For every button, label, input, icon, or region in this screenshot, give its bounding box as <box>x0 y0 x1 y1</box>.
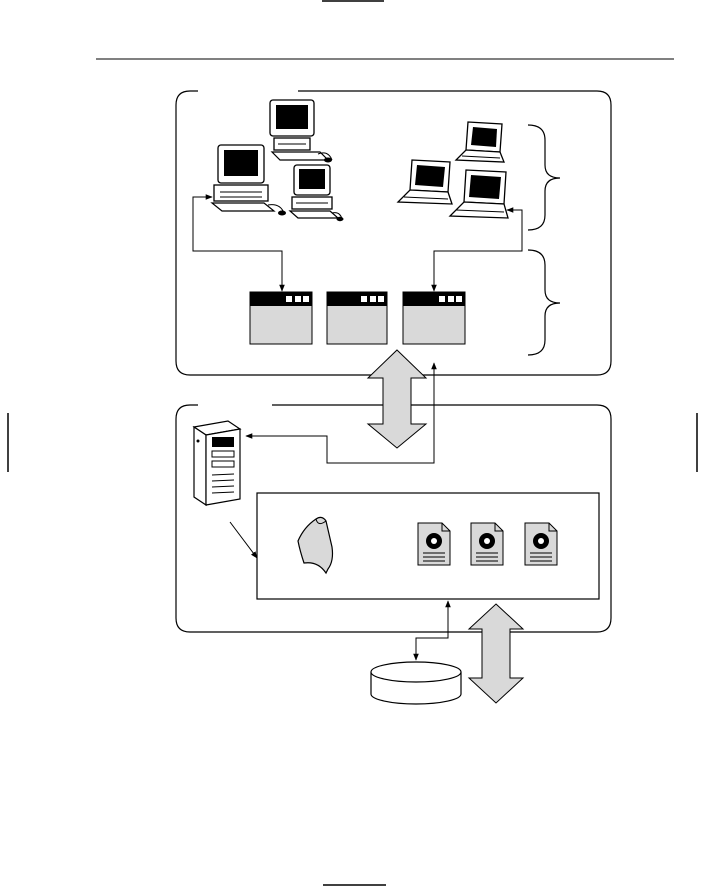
browser-window-icon <box>249 291 313 345</box>
laptop-computer-icon <box>448 169 509 219</box>
application-container <box>256 492 600 600</box>
laptop-to-window-connector <box>431 209 523 292</box>
browser-window-icon <box>402 291 466 345</box>
document-icon <box>524 522 558 566</box>
laptop-computer-icon <box>454 121 505 163</box>
desktop-computer-icon <box>269 99 333 163</box>
browser-windows-brace <box>527 249 561 356</box>
browser-window-icon <box>326 291 388 345</box>
client-machines-brace <box>527 124 561 231</box>
laptop-computer-icon <box>396 159 453 205</box>
server-tier-panel <box>175 404 612 633</box>
scroll-document-icon <box>297 516 334 575</box>
desktop-computer-icon <box>210 144 286 216</box>
document-icon <box>417 522 451 566</box>
client-server-bidirectional-arrow <box>366 349 428 449</box>
client-tier-panel <box>175 90 612 376</box>
desktop-computer-icon <box>288 164 344 222</box>
document-icon <box>470 522 504 566</box>
container-to-database-connector <box>413 604 449 661</box>
database-cylinder-icon <box>370 661 462 705</box>
window-to-server-connector <box>245 366 435 464</box>
server-external-bidirectional-arrow <box>467 603 525 704</box>
tower-server-icon <box>192 420 242 507</box>
server-to-container-connector <box>229 521 258 559</box>
